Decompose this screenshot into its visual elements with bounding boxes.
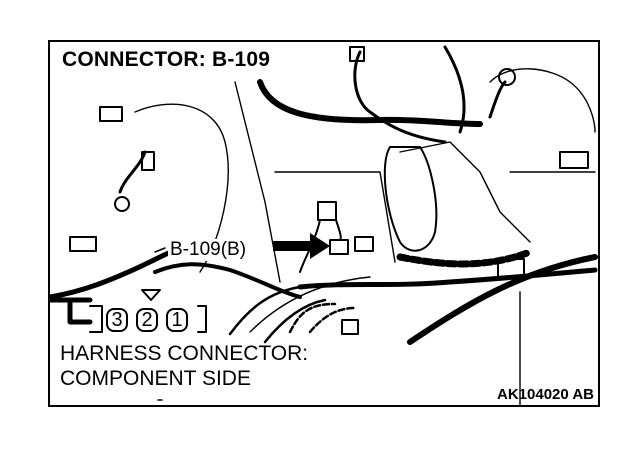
harness-wire-main — [257, 79, 483, 127]
pin-connector-housing-right — [197, 305, 207, 333]
diagram-frame: CONNECTOR: B-109 B-109(B) 3 2 1 HARNESS … — [48, 40, 600, 407]
connector-bottom — [341, 319, 359, 335]
ground-strap — [488, 80, 507, 119]
connector-top-left — [99, 106, 123, 122]
connector-b109 — [329, 239, 349, 255]
connector-cluster-1 — [317, 201, 337, 221]
engine-outline-8 — [249, 276, 371, 333]
view-label-line2: COMPONENT SIDE — [60, 367, 251, 390]
connector-upper-mid — [141, 151, 155, 171]
harness-wire-top — [443, 45, 466, 134]
harness-wire-upper — [353, 50, 447, 144]
harness-wire-taped — [396, 248, 534, 268]
view-triangle — [141, 289, 161, 301]
view-label-line1: HARNESS CONNECTOR: — [60, 342, 309, 365]
engine-outline-2 — [234, 81, 281, 283]
connector-pin-1: 1 — [166, 308, 188, 332]
terminal-ring — [114, 196, 130, 212]
connector-callout-label: B-109(B) — [168, 239, 249, 261]
harness-wire-lower — [297, 267, 598, 290]
connector-top — [349, 46, 365, 62]
pointer-arrow — [273, 233, 330, 259]
figure-id: AK104020 AB — [497, 386, 594, 403]
connector-cluster-2 — [354, 236, 374, 252]
pin-connector-wires — [50, 297, 93, 325]
engine-outline-1 — [134, 103, 229, 273]
callout-leader — [154, 247, 166, 253]
connector-pin-3: 3 — [106, 308, 128, 332]
ground-terminal — [498, 68, 516, 86]
lower-wires-2 — [288, 302, 357, 334]
connector-pin-2: 2 — [136, 308, 158, 332]
connector-left — [69, 236, 97, 252]
connector-lower-right — [497, 258, 525, 278]
connector-right — [559, 151, 589, 169]
lower-wires — [228, 285, 327, 344]
pin-connector-housing — [89, 305, 103, 333]
harness-wire-right — [407, 254, 598, 345]
terminal-lead — [118, 150, 147, 194]
connector-title: CONNECTOR: B-109 — [62, 48, 271, 71]
engine-harness-drawing — [50, 45, 598, 405]
engine-outline-4 — [399, 141, 531, 243]
engine-outline-3 — [274, 171, 396, 263]
bracket — [383, 146, 438, 252]
engine-outline-5 — [489, 68, 596, 133]
